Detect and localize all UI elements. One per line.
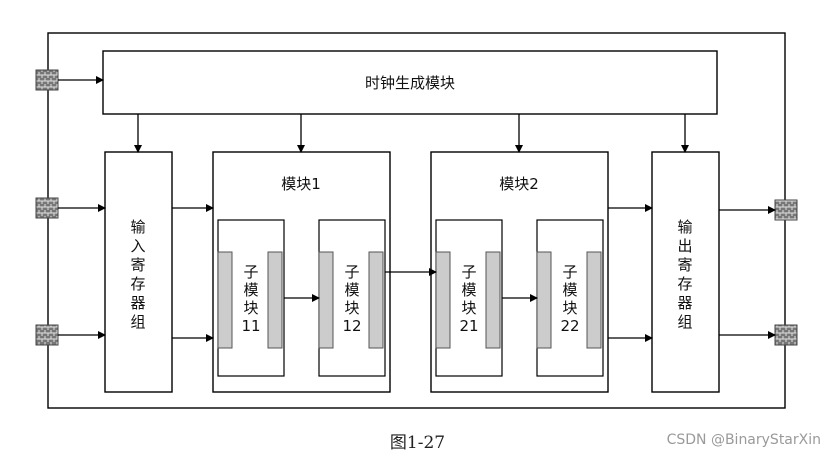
input-register-char: 器 [130,294,145,312]
watermark: CSDN @BinaryStarXin [666,432,821,448]
submodule11-char: 块 [243,299,258,317]
submodule11-char: 模 [243,281,258,299]
submodule11-stripe-left [217,251,233,349]
input-register-char: 输 [130,218,145,236]
input-port-bottom [35,324,59,346]
output-port-bottom [774,324,798,346]
submodule22-char: 子 [562,263,577,281]
submodule21-char: 模 [461,281,476,299]
submodule22-char: 模 [562,281,577,299]
input-port-top [35,69,59,91]
submodule11-char: 子 [243,263,258,281]
submodule21-char: 21 [459,317,478,335]
output-register-char: 器 [677,294,692,312]
submodule21-char: 块 [461,299,476,317]
submodule12-char: 模 [344,281,359,299]
input-register-label: 输 入 寄 存 器 组 [130,218,145,331]
input-register-char: 入 [130,237,145,255]
input-register-char: 存 [130,275,145,293]
input-port-middle [35,197,59,219]
output-register-char: 组 [677,313,692,331]
clock-module-box [102,50,718,115]
input-register-box [104,151,173,393]
submodule12-label: 子 模 块 12 [342,263,361,335]
input-register-char: 寄 [130,256,145,274]
clock-module-label: 时钟生成模块 [365,74,455,92]
module2-title: 模块2 [499,175,539,193]
submodule11-char: 11 [241,317,260,335]
submodule11-stripe-right [267,251,283,349]
output-port-top [774,199,798,221]
submodule22-char: 22 [560,317,579,335]
submodule22-stripe-right [586,251,602,349]
output-register-char: 存 [677,275,692,293]
input-register-char: 组 [130,313,145,331]
submodule12-char: 子 [344,263,359,281]
submodule21-label: 子 模 块 21 [459,263,478,335]
submodule12-char: 块 [344,299,359,317]
submodule12-char: 12 [342,317,361,335]
submodule12-stripe-right [368,251,384,349]
submodule22-char: 块 [562,299,577,317]
connections [58,76,776,342]
submodule22-stripe-left [536,251,552,349]
submodule21-stripe-left [435,251,451,349]
output-register-box [651,151,720,393]
submodule11-label: 子 模 块 11 [241,263,260,335]
output-register-char: 出 [677,237,692,255]
submodule21-stripe-right [485,251,501,349]
submodule22-label: 子 模 块 22 [560,263,579,335]
submodule21-char: 子 [461,263,476,281]
output-register-label: 输 出 寄 存 器 组 [677,218,692,331]
output-register-char: 寄 [677,256,692,274]
figure-caption: 图1-27 [389,433,446,453]
module1-title: 模块1 [281,175,321,193]
output-register-char: 输 [677,218,692,236]
submodule12-stripe-left [318,251,334,349]
